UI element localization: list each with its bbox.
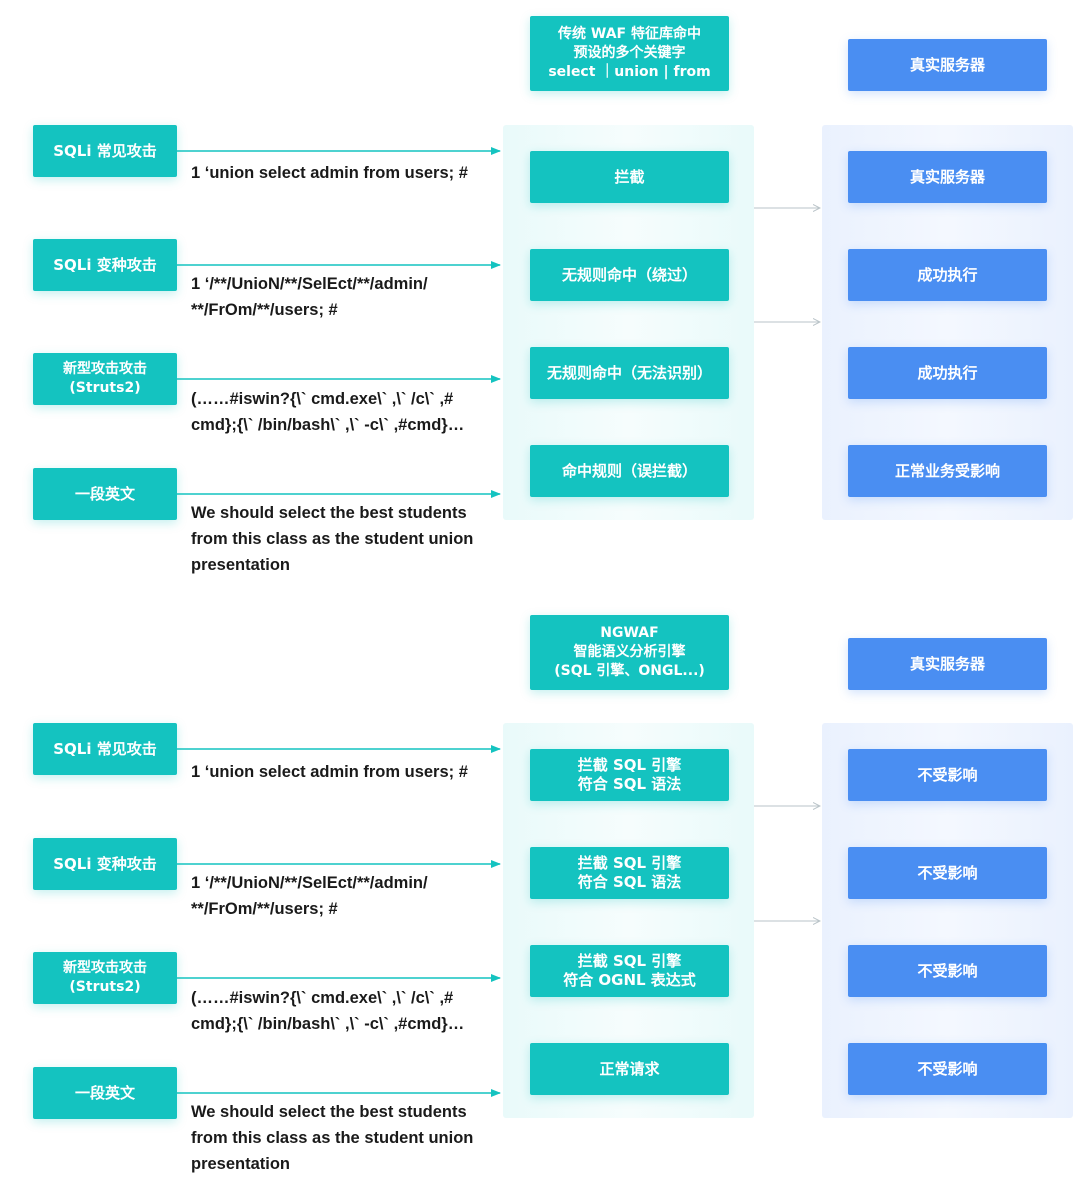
server-outcome-box: 正常业务受影响 [848, 445, 1047, 497]
payload-text: 1 ‘/**/UnioN/**/SelEct/**/admin/ **/FrOm… [191, 874, 428, 918]
payload-text: (……#iswin?{\` cmd.exe\` ,\` /c\` ,# cmd}… [191, 390, 465, 434]
waf-result-box: 无规则命中（无法识别） [530, 347, 729, 399]
attack-type-box: 一段英文 [33, 468, 177, 520]
engine-header: 传统 WAF 特征库命中 预设的多个关键字 select ｜union | fr… [530, 16, 729, 91]
attack-type-box: SQLi 常见攻击 [33, 125, 177, 177]
attack-type-box: 一段英文 [33, 1067, 177, 1119]
server-outcome-box: 不受影响 [848, 945, 1047, 997]
attack-type-box: SQLi 变种攻击 [33, 239, 177, 291]
payload-text: 1 ‘union select admin from users; # [191, 164, 468, 182]
waf-result-box: 拦截 SQL 引擎 符合 SQL 语法 [530, 847, 729, 899]
server-outcome-box: 不受影响 [848, 847, 1047, 899]
server-outcome-box: 成功执行 [848, 347, 1047, 399]
attack-type-box: SQLi 变种攻击 [33, 838, 177, 890]
engine-header: NGWAF 智能语义分析引擎 (SQL 引擎、ONGL...) [530, 615, 729, 690]
server-outcome-box: 成功执行 [848, 249, 1047, 301]
attack-type-box: SQLi 常见攻击 [33, 723, 177, 775]
waf-result-box: 无规则命中（绕过） [530, 249, 729, 301]
payload-text: 1 ‘union select admin from users; # [191, 763, 468, 781]
server-outcome-box: 真实服务器 [848, 151, 1047, 203]
attack-type-box: 新型攻击攻击 (Struts2) [33, 353, 177, 405]
waf-result-box: 拦截 SQL 引擎 符合 OGNL 表达式 [530, 945, 729, 997]
attack-type-box: 新型攻击攻击 (Struts2) [33, 952, 177, 1004]
waf-result-box: 命中规则（误拦截） [530, 445, 729, 497]
waf-result-box: 拦截 [530, 151, 729, 203]
payload-text: We should select the best students from … [191, 1103, 474, 1173]
server-header: 真实服务器 [848, 638, 1047, 690]
server-outcome-box: 不受影响 [848, 1043, 1047, 1095]
waf-result-box: 拦截 SQL 引擎 符合 SQL 语法 [530, 749, 729, 801]
waf-result-box: 正常请求 [530, 1043, 729, 1095]
server-header: 真实服务器 [848, 39, 1047, 91]
payload-text: We should select the best students from … [191, 504, 474, 574]
server-outcome-box: 不受影响 [848, 749, 1047, 801]
payload-text: 1 ‘/**/UnioN/**/SelEct/**/admin/ **/FrOm… [191, 275, 428, 319]
payload-text: (……#iswin?{\` cmd.exe\` ,\` /c\` ,# cmd}… [191, 989, 465, 1033]
